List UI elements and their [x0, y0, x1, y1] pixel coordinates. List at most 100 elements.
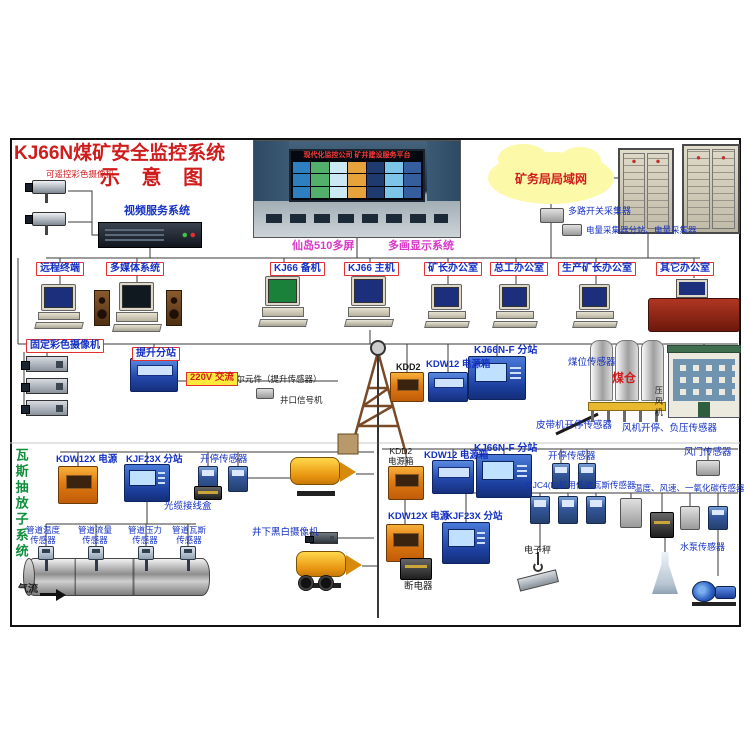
- screen-tile: [385, 186, 403, 199]
- pipe-flow-label-line-1: 传感器: [82, 534, 108, 545]
- door-part: [698, 402, 710, 417]
- mine-headframe: [336, 336, 420, 456]
- onoff-left-label: 开停传感器: [200, 454, 248, 465]
- pump-sensor-label: 水泵传感器: [680, 542, 726, 552]
- ptz-camera-2: [22, 210, 70, 236]
- screen-tile: [348, 161, 366, 174]
- door-part: [623, 153, 645, 229]
- fixed-camera-2: [21, 378, 68, 394]
- slegs-part: [591, 410, 663, 422]
- kj66nf-substation-bottom: [476, 454, 532, 498]
- mon-part: [578, 284, 611, 310]
- cr-wallR-part: [427, 141, 460, 201]
- breaker-device: [400, 558, 432, 580]
- env-sensor-label: 温度、风速、一氧化碳传感器: [634, 483, 745, 493]
- scr-part: [354, 279, 383, 304]
- kdw12x-power-left: [58, 466, 98, 504]
- screen-tile: [403, 186, 421, 199]
- case-part: [427, 310, 467, 319]
- cr-screen-part: 现代化监控公司 矿井建设服务平台: [289, 148, 425, 203]
- scr-part: [44, 287, 73, 308]
- fan-sensor-label: 风机开停、负压传感器: [622, 423, 718, 434]
- kjf23x-bottom-label: KJF23X 分站: [446, 511, 503, 522]
- onoff-sensor-bottom-2: [578, 463, 596, 489]
- fixed-camera-label: 固定彩色摄像机: [26, 339, 104, 354]
- onoff-sensor-bottom-1: [552, 463, 570, 489]
- pc-mine-director: [424, 284, 472, 330]
- kdw12-bottom-label: KDW12 电源箱: [424, 450, 489, 461]
- case-part: [38, 311, 80, 321]
- sbase-part: [588, 402, 666, 411]
- case-part: [116, 312, 158, 322]
- pipe-gas-label-line-1: 传感器: [176, 534, 202, 545]
- kbd-part: [424, 320, 470, 328]
- remote-camera-label: 可遥控彩色摄像机: [46, 169, 115, 179]
- screen-tile: [293, 186, 311, 199]
- bw-camera-label: 井下黑白摄像机: [252, 527, 319, 538]
- collector-label-2: 电量采集器分站、电量采集器: [586, 225, 697, 235]
- power-collector-box: [562, 224, 582, 236]
- body-part: [296, 551, 347, 578]
- hall-sensor-device: [256, 388, 274, 399]
- compressor-label: 压风机: [654, 386, 664, 419]
- stand-part: [296, 490, 335, 496]
- ws-kj66-backup-label: KJ66 备机: [270, 262, 325, 277]
- kj66nf-bottom-label: KJ66N-F 分站: [474, 443, 538, 454]
- hanging-scale: [516, 552, 560, 592]
- kjf23x-substation-left: [124, 464, 170, 502]
- pipe-sensor-pressure-device: [138, 546, 154, 571]
- door-part: [712, 149, 735, 229]
- gas-sensor-2: [558, 496, 578, 524]
- ctext-part: 矿务局局域网: [514, 171, 587, 186]
- screen-tile: [311, 161, 329, 174]
- dmon-part: [676, 279, 709, 299]
- local-fan-upper: [290, 452, 356, 496]
- screen-tile: [385, 161, 403, 174]
- plate-part: [516, 569, 559, 592]
- screen-tile: [348, 186, 366, 199]
- kdw12-power-top: [428, 372, 468, 402]
- scr-part: [268, 279, 297, 304]
- fiber-junction-box: [194, 486, 222, 500]
- kj66nf-top-label: KJ66N-F 分站: [474, 345, 538, 356]
- cone-part: [346, 555, 362, 576]
- multi-switch-collector-box: [540, 208, 564, 223]
- cr-slogan-part: 现代化监控公司 矿井建设服务平台: [303, 151, 411, 159]
- other-office-console: [648, 279, 740, 332]
- ws-kj66-main-label: KJ66 主机: [344, 262, 399, 277]
- pipe-sensor-temp-device: [38, 546, 54, 571]
- cr-desks-part: [266, 213, 448, 223]
- control-room-photo: 现代化监控公司 矿井建设服务平台: [253, 140, 461, 238]
- pc-multimedia: [112, 282, 164, 334]
- pipe-temp-label-line-0: 管道温度: [26, 525, 61, 535]
- scr-part: [501, 287, 528, 307]
- pipe-gas-label-line-0: 管道瓦斯: [172, 525, 207, 535]
- pipe-pressure-label-line-0: 管道压力: [128, 525, 163, 535]
- screen-tile: [293, 161, 311, 174]
- machine-building: [666, 345, 742, 418]
- kbd-part: [572, 320, 618, 328]
- headframe-drawing: [337, 340, 408, 455]
- kdd2-bottom-label-line-1: 电源箱: [388, 455, 414, 466]
- pipe-sensor-flow-device: [88, 546, 104, 571]
- pipe-sensor-gas-device: [180, 546, 196, 571]
- mon-part: [41, 284, 76, 311]
- onoff-sensor-left-1: [198, 466, 218, 492]
- main-title: KJ66N煤矿安全监控系统: [14, 143, 226, 164]
- kjf23x-left-label: KJF23X 分站: [126, 454, 183, 465]
- screen-tile: [348, 174, 366, 186]
- kjf23x-substation-bottom: [442, 522, 490, 564]
- screen-tile: [293, 174, 311, 186]
- hoist-substation-device: [130, 358, 178, 392]
- coal-level-label: 煤位传感器: [568, 357, 616, 368]
- win-part: [673, 358, 735, 402]
- flask-device: [652, 552, 678, 594]
- mon-part: [265, 276, 300, 307]
- kbd-part: [258, 319, 308, 328]
- sub-title: 示 意 图: [100, 167, 212, 189]
- env-sensor-2: [650, 512, 674, 538]
- underground-bw-camera: [305, 532, 338, 544]
- collector-label-1: 多路开关采集器: [568, 206, 632, 216]
- ws-multimedia-label: 多媒体系统: [106, 262, 164, 277]
